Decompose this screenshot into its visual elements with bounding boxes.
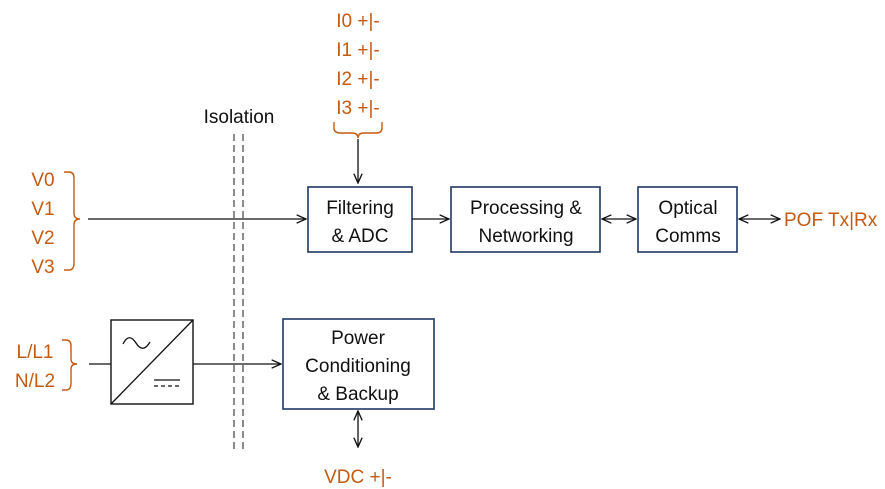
filtering-adc-block: Filtering & ADC [307, 186, 413, 253]
voltage-inputs: V0 V1 V2 V3 [31, 170, 81, 278]
ac-input-label: N/L2 [15, 371, 55, 392]
processing-block-line: Networking [478, 226, 573, 247]
ac-inputs: L/L1 N/L2 [15, 339, 78, 392]
current-input-label: I2 +|- [336, 69, 379, 90]
power-block-line: & Backup [317, 384, 398, 405]
voltage-input-label: V0 [31, 170, 54, 191]
processing-block-line: Processing & [470, 198, 582, 219]
ac-wave-icon [122, 337, 151, 349]
vdc-output-label: VDC +|- [324, 467, 392, 488]
voltage-input-label: V1 [31, 199, 54, 220]
voltage-input-label: V3 [31, 257, 54, 278]
power-conditioning-block: Power Conditioning & Backup [282, 318, 435, 410]
ac-input-label: L/L1 [17, 342, 54, 363]
ac-dc-converter [110, 319, 194, 405]
voltage-input-label: V2 [31, 228, 54, 249]
voltage-input-brace [64, 171, 81, 271]
current-inputs: I0 +|- I1 +|- I2 +|- I3 +|- [333, 11, 383, 139]
processing-networking-block: Processing & Networking [450, 186, 601, 253]
power-block-line: Power [331, 328, 386, 349]
power-block-line: Conditioning [305, 356, 411, 377]
optical-block-line: Optical [658, 198, 717, 219]
current-input-label: I3 +|- [336, 98, 379, 119]
isolation-label: Isolation [204, 107, 275, 128]
pof-output-label: POF Tx|Rx [784, 210, 878, 231]
current-input-label: I0 +|- [336, 11, 379, 32]
current-input-brace [333, 122, 383, 139]
optical-block-line: Comms [655, 226, 720, 247]
converter-diagonal [110, 319, 194, 405]
filtering-block-line: Filtering [326, 198, 394, 219]
ac-input-brace [62, 339, 78, 391]
current-input-label: I1 +|- [336, 40, 379, 61]
filtering-block-line: & ADC [331, 226, 388, 247]
optical-comms-block: Optical Comms [637, 186, 738, 253]
